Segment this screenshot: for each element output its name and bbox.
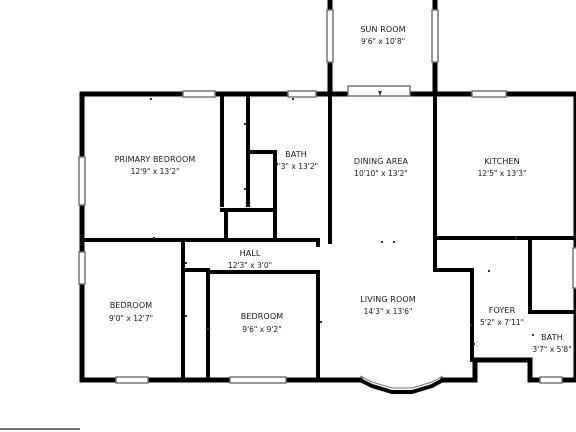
room-name: DINING AREA bbox=[354, 157, 409, 166]
room-name: LIVING ROOM bbox=[360, 295, 416, 304]
room-name: SUN ROOM bbox=[360, 25, 405, 34]
room-dimensions: 5'2" x 7'11" bbox=[480, 318, 524, 327]
room-dimensions: 9'6" x 10'8" bbox=[361, 37, 405, 46]
interior-walls bbox=[80, 92, 576, 382]
room-name: BEDROOM bbox=[110, 301, 152, 310]
room-foyer: FOYER 5'2" x 7'11" bbox=[480, 306, 524, 327]
room-name: FOYER bbox=[489, 306, 516, 315]
room-dimensions: 12'9" x 13'2" bbox=[131, 167, 180, 176]
room-bedroom-left: BEDROOM 9'0" x 12'7" bbox=[109, 301, 153, 323]
room-sun-room: SUN ROOM 9'6" x 10'8" bbox=[360, 25, 405, 46]
room-name: PRIMARY BEDROOM bbox=[115, 155, 196, 164]
room-dimensions: 9'0" x 12'7" bbox=[109, 314, 153, 323]
room-dimensions: 3'7" x 5'8" bbox=[532, 345, 571, 354]
room-name: HALL bbox=[240, 249, 261, 258]
room-living-room: LIVING ROOM 14'3" x 13'6" bbox=[360, 295, 416, 316]
room-dimensions: 9'6" x 9'2" bbox=[242, 325, 281, 334]
room-primary-bedroom: PRIMARY BEDROOM 12'9" x 13'2" bbox=[115, 155, 196, 176]
room-bath-lower: BATH 3'7" x 5'8" bbox=[532, 333, 571, 354]
room-kitchen: KITCHEN 12'5" x 13'3" bbox=[478, 157, 527, 178]
bay-window bbox=[359, 375, 444, 394]
room-dimensions: 12'5" x 13'3" bbox=[478, 169, 527, 178]
room-dimensions: 10'10" x 13'2" bbox=[354, 169, 408, 178]
room-dimensions: 12'3" x 3'0" bbox=[228, 261, 272, 270]
door-markers bbox=[150, 91, 534, 345]
room-name: BATH bbox=[285, 150, 307, 159]
room-dining-area: DINING AREA 10'10" x 13'2" bbox=[354, 157, 409, 178]
room-name: BEDROOM bbox=[241, 312, 283, 321]
room-name: BATH bbox=[541, 333, 563, 342]
room-dimensions: 7'3" x 13'2" bbox=[274, 162, 318, 171]
room-bath-upper: BATH 7'3" x 13'2" bbox=[274, 150, 318, 171]
room-dimensions: 14'3" x 13'6" bbox=[364, 307, 413, 316]
room-bedroom-center: BEDROOM 9'6" x 9'2" bbox=[241, 312, 283, 334]
room-hall: HALL 12'3" x 3'0" bbox=[228, 249, 272, 270]
room-name: KITCHEN bbox=[484, 157, 519, 166]
